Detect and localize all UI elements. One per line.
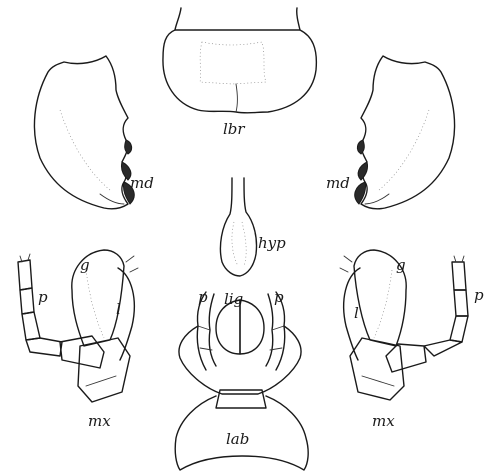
labium-palp-right-label: p — [274, 288, 284, 306]
labium-label: lab — [226, 430, 249, 448]
maxilla-right-palp-label: p — [474, 286, 484, 304]
maxilla-left-label: mx — [88, 412, 111, 430]
labrum-label: lbr — [223, 120, 245, 138]
hypopharynx-label: hyp — [258, 234, 286, 252]
maxilla-left-lacinia-label: l — [116, 300, 121, 318]
maxilla-left-drawing: g l p mx — [18, 250, 138, 430]
labium-palp-left-label: p — [198, 288, 208, 306]
mandible-left-label: md — [130, 174, 154, 192]
maxilla-right-galea-label: g — [396, 256, 406, 274]
mandible-right-drawing: md — [326, 56, 455, 209]
maxilla-right-label: mx — [372, 412, 395, 430]
mandible-left-drawing: md — [34, 56, 153, 209]
maxilla-right-lacinia-label: l — [354, 304, 359, 322]
labium-drawing: p p lig lab — [175, 288, 308, 470]
labrum-drawing: lbr — [163, 8, 316, 138]
hypopharynx-drawing: hyp — [220, 178, 286, 276]
maxilla-right-drawing: g l p mx — [340, 250, 484, 430]
ligula-label: lig — [224, 290, 243, 308]
maxilla-left-palp-label: p — [38, 288, 48, 306]
maxilla-left-galea-label: g — [80, 256, 90, 274]
mandible-right-label: md — [326, 174, 350, 192]
